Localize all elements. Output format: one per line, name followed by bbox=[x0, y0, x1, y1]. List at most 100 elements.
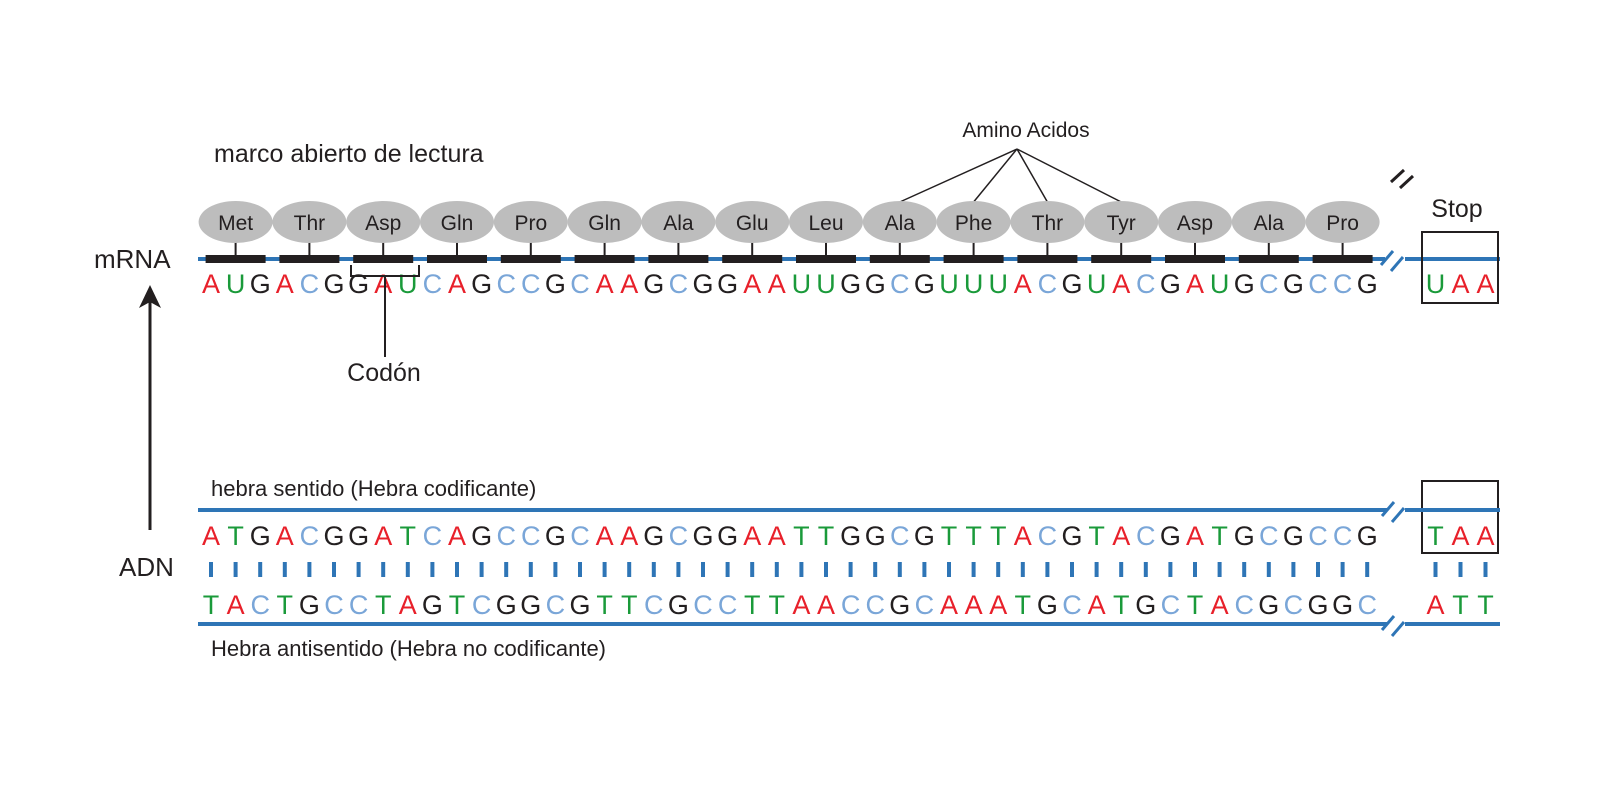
codon-bar bbox=[427, 255, 487, 263]
antisense-base: C bbox=[1284, 590, 1304, 620]
base-pair-tick bbox=[258, 562, 263, 577]
base-pair-tick bbox=[1045, 562, 1050, 577]
codon-bar bbox=[1017, 255, 1078, 263]
mrna-label: mRNA bbox=[94, 244, 171, 274]
mrna-base: C bbox=[1308, 269, 1328, 299]
antisense-base: G bbox=[668, 590, 689, 620]
amino-acid-pointer bbox=[899, 148, 1018, 203]
sense-base: T bbox=[990, 521, 1007, 551]
base-pair-tick bbox=[1193, 562, 1197, 577]
mrna-base: C bbox=[1333, 269, 1353, 299]
amino-acid-label: Asp bbox=[365, 212, 401, 235]
sense-base: G bbox=[717, 521, 738, 551]
base-pair-tick bbox=[897, 562, 902, 577]
base-pair-tick bbox=[1143, 562, 1148, 577]
antisense-base: A bbox=[227, 590, 245, 620]
base-pair-tick bbox=[971, 562, 976, 577]
base-pair-tick bbox=[996, 562, 1001, 577]
base-pair-tick bbox=[209, 562, 213, 577]
antisense-base: G bbox=[496, 590, 517, 620]
mrna-base: G bbox=[471, 269, 492, 299]
mrna-stop-base: A bbox=[1451, 269, 1469, 299]
mrna-base: G bbox=[643, 269, 664, 299]
antisense-base: T bbox=[1015, 590, 1032, 620]
codon-label: Codón bbox=[347, 359, 421, 387]
mrna-base: A bbox=[276, 269, 294, 299]
antisense-base: G bbox=[1332, 590, 1353, 620]
mrna-base: C bbox=[570, 269, 590, 299]
sense-base: G bbox=[1283, 521, 1304, 551]
base-pair-tick bbox=[1340, 562, 1345, 577]
base-pair-tick bbox=[1316, 562, 1320, 577]
amino-acid-bead bbox=[1305, 201, 1380, 243]
sense-base: G bbox=[1061, 521, 1082, 551]
stop-label: Stop bbox=[1431, 195, 1482, 223]
sense-base: A bbox=[768, 521, 786, 551]
sense-base: C bbox=[423, 521, 443, 551]
codon-bar bbox=[1238, 255, 1299, 263]
mrna-base: C bbox=[669, 269, 689, 299]
mrna-base: U bbox=[226, 269, 246, 299]
codon-bar bbox=[1312, 255, 1373, 263]
codon-bar bbox=[722, 255, 783, 263]
mrna-base: A bbox=[596, 269, 614, 299]
amino-acid-pointer bbox=[1016, 148, 1049, 203]
sense-base: C bbox=[890, 521, 910, 551]
sense-base: G bbox=[323, 521, 344, 551]
sequence-break-mark bbox=[1398, 174, 1415, 190]
base-pair-tick bbox=[824, 562, 828, 577]
base-pair-tick bbox=[774, 562, 779, 577]
amino-acid-pointer bbox=[973, 148, 1018, 203]
mrna-base: G bbox=[865, 269, 886, 299]
mrna-base: G bbox=[1283, 269, 1304, 299]
sense-base: C bbox=[1259, 521, 1279, 551]
mrna-base: G bbox=[1357, 269, 1378, 299]
mrna-break-mark bbox=[1379, 250, 1395, 266]
sense-base: C bbox=[1308, 521, 1328, 551]
antisense-base: G bbox=[1135, 590, 1156, 620]
antisense-stop-base: T bbox=[1452, 590, 1469, 620]
base-pair-tick bbox=[602, 562, 607, 577]
amino-acid-label: Phe bbox=[955, 212, 992, 235]
codon-bar bbox=[205, 255, 266, 263]
codon-bar bbox=[279, 255, 340, 263]
sense-base: T bbox=[227, 521, 244, 551]
mrna-base: U bbox=[792, 269, 812, 299]
amino-acids-label: Amino Acidos bbox=[962, 119, 1089, 142]
antisense-base: C bbox=[349, 590, 369, 620]
amino-acid-label: Ala bbox=[885, 212, 916, 235]
base-pair-tick bbox=[332, 562, 336, 577]
base-pair-tick bbox=[504, 562, 509, 577]
sense-base: C bbox=[1136, 521, 1156, 551]
antisense-base: C bbox=[1234, 590, 1254, 620]
mrna-base: A bbox=[1014, 269, 1032, 299]
base-pair-tick bbox=[947, 562, 951, 577]
sequence-break-mark bbox=[1389, 168, 1406, 184]
antisense-base: C bbox=[1357, 590, 1377, 620]
mrna-base: A bbox=[620, 269, 638, 299]
mrna-stop-base: A bbox=[1476, 269, 1494, 299]
codon-bar bbox=[796, 255, 856, 263]
sense-base: G bbox=[545, 521, 566, 551]
amino-acid-bead bbox=[420, 201, 494, 243]
base-pair-tick bbox=[455, 562, 459, 577]
transcription-arrow-head bbox=[139, 285, 161, 308]
mrna-base: G bbox=[1234, 269, 1255, 299]
antisense-base: C bbox=[644, 590, 664, 620]
sense-base: C bbox=[570, 521, 590, 551]
sense-base: A bbox=[1112, 521, 1130, 551]
base-pair-tick bbox=[1433, 562, 1438, 577]
mrna-base: A bbox=[743, 269, 761, 299]
antisense-break-mark bbox=[1390, 621, 1406, 637]
base-pair-tick bbox=[1483, 562, 1488, 577]
sense-base: A bbox=[743, 521, 761, 551]
orf-label: marco abierto de lectura bbox=[214, 140, 484, 168]
base-pair-tick bbox=[356, 562, 361, 577]
codon-bar bbox=[943, 255, 1004, 263]
sense-base: A bbox=[276, 521, 294, 551]
amino-acid-label: Met bbox=[218, 212, 253, 235]
antisense-base: C bbox=[1062, 590, 1082, 620]
sense-base: G bbox=[840, 521, 861, 551]
